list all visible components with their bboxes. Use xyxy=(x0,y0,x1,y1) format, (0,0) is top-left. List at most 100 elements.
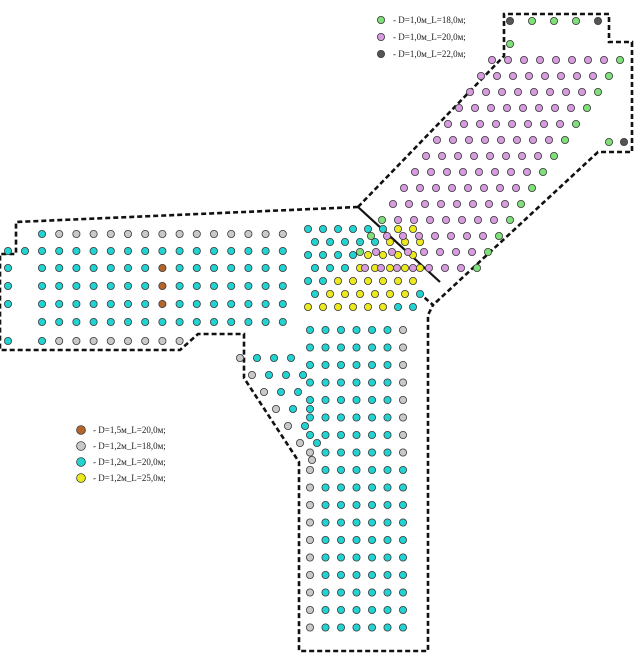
pile-cyan xyxy=(55,246,64,255)
pile-pink xyxy=(506,167,515,176)
pile-grey xyxy=(398,325,407,334)
pile-cyan xyxy=(340,237,349,246)
pile-green xyxy=(505,215,514,224)
pile-cyan xyxy=(383,606,392,615)
pile-cyan xyxy=(393,302,402,311)
pile-cyan xyxy=(106,317,115,326)
pile-yellow xyxy=(333,276,342,285)
pile-pink xyxy=(584,56,593,65)
pile-cyan xyxy=(305,360,314,369)
pile-cyan xyxy=(352,623,361,632)
pile-cyan xyxy=(305,325,314,334)
pile-cyan xyxy=(336,430,345,439)
pile-cyan xyxy=(367,623,376,632)
pile-pink xyxy=(468,199,477,208)
pile-grey xyxy=(398,378,407,387)
pile-green xyxy=(472,263,481,272)
pile-cyan xyxy=(398,536,407,545)
pile-green xyxy=(583,104,592,113)
pile-cyan xyxy=(336,325,345,334)
pile-cyan xyxy=(336,518,345,527)
legend-upper: - D=1,0м_L=18,0м;- D=1,0м_L=20,0м;- D=1,… xyxy=(376,15,466,59)
pile-cyan xyxy=(4,299,12,308)
pile-pink xyxy=(578,88,587,97)
pile-cyan xyxy=(383,500,392,509)
pile-pink xyxy=(480,135,489,144)
pile-pink xyxy=(484,199,493,208)
pile-yellow xyxy=(355,289,364,298)
legend-marker-brown xyxy=(76,425,86,435)
pile-pink xyxy=(420,199,429,208)
pile-cyan xyxy=(352,588,361,597)
pile-cyan xyxy=(321,430,330,439)
pile-cyan xyxy=(398,571,407,580)
pile-yellow xyxy=(370,289,379,298)
pile-cyan xyxy=(55,263,64,272)
pile-cyan xyxy=(352,606,361,615)
pile-dark xyxy=(620,137,629,146)
pile-cyan xyxy=(124,263,133,272)
pile-pink xyxy=(529,135,538,144)
pile-grey xyxy=(259,387,268,396)
pile-pink xyxy=(448,135,457,144)
pile-pink xyxy=(474,167,483,176)
pile-pink xyxy=(524,120,533,129)
pile-grey xyxy=(305,448,314,457)
pile-cyan xyxy=(305,343,314,352)
pile-cyan xyxy=(378,224,387,233)
pile-cyan xyxy=(398,588,407,597)
pile-cyan xyxy=(89,281,98,290)
pile-cyan xyxy=(305,430,314,439)
pile-cyan xyxy=(355,237,364,246)
pile-cyan xyxy=(244,317,253,326)
pile-pink xyxy=(540,120,549,129)
pile-cyan xyxy=(227,246,236,255)
pile-grey xyxy=(295,438,304,447)
pile-cyan xyxy=(55,281,64,290)
pile-cyan xyxy=(175,246,184,255)
pile-pink xyxy=(551,104,560,113)
pile-cyan xyxy=(72,317,81,326)
pile-cyan xyxy=(158,317,167,326)
pile-cyan xyxy=(352,483,361,492)
pile-pink xyxy=(573,72,582,81)
pile-cyan xyxy=(336,606,345,615)
pile-cyan xyxy=(352,430,361,439)
foundation-outline-main xyxy=(0,205,435,653)
pile-cyan xyxy=(312,438,321,447)
pile-pink xyxy=(470,104,479,113)
pile-pink xyxy=(476,72,485,81)
pile-pink xyxy=(467,247,476,256)
pile-cyan xyxy=(4,336,12,345)
pile-yellow xyxy=(363,276,372,285)
pile-cyan xyxy=(321,500,330,509)
pile-cyan xyxy=(244,263,253,272)
pile-cyan xyxy=(124,299,133,308)
pile-cyan xyxy=(367,500,376,509)
pile-pink xyxy=(456,263,465,272)
pile-cyan xyxy=(336,500,345,509)
pile-green xyxy=(494,231,503,240)
pile-grey xyxy=(305,518,314,527)
foundation-outline-arm xyxy=(357,12,634,306)
pile-cyan xyxy=(141,246,150,255)
pile-grey xyxy=(55,229,64,238)
pile-pink xyxy=(546,88,555,97)
pile-cyan xyxy=(367,518,376,527)
pile-cyan xyxy=(281,370,290,379)
pile-dark xyxy=(505,16,514,25)
pile-pink xyxy=(487,56,496,65)
pile-cyan xyxy=(321,448,330,457)
pile-pink xyxy=(589,72,598,81)
pile-pink xyxy=(453,151,462,160)
pile-cyan xyxy=(383,378,392,387)
pile-cyan xyxy=(383,465,392,474)
pile-pink xyxy=(567,104,576,113)
pile-cyan xyxy=(276,387,285,396)
pile-cyan xyxy=(72,281,81,290)
pile-yellow xyxy=(363,302,372,311)
pile-grey xyxy=(89,336,98,345)
pile-pink xyxy=(508,72,517,81)
pile-yellow xyxy=(378,302,387,311)
pile-grey xyxy=(158,229,167,238)
